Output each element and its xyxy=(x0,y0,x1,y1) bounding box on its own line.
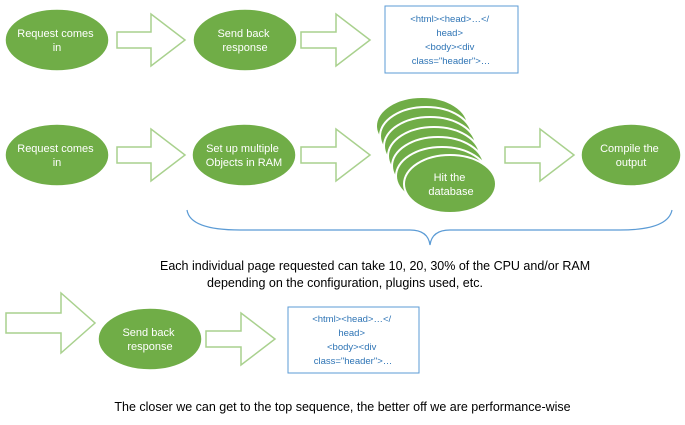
request-node-2-line2: in xyxy=(53,157,62,169)
request-node-1-line1: Request comes xyxy=(17,28,94,40)
svg-text:Send back response: Send back response xyxy=(217,28,272,54)
resource-usage-note-line2: depending on the configuration, plugins … xyxy=(207,276,483,290)
arrow-7 xyxy=(205,311,277,367)
setup-objects-line1: Set up multiple xyxy=(206,143,279,155)
compile-output-line2: output xyxy=(616,157,647,169)
svg-text:Send back response: Send back response xyxy=(122,327,177,353)
code-box-2-line3: <body><div xyxy=(327,342,377,353)
resource-usage-note-line1: Each individual page requested can take … xyxy=(160,259,591,273)
arrow-3 xyxy=(116,127,187,183)
code-box-2-line4: class="header">… xyxy=(314,356,393,367)
database-line2: database xyxy=(428,186,473,198)
send-back-node-1 xyxy=(192,8,298,72)
html-code-box-2 xyxy=(287,306,420,374)
setup-objects-node xyxy=(191,123,297,187)
footer-conclusion: The closer we can get to the top sequenc… xyxy=(114,400,571,414)
send-back-node-2-line2: response xyxy=(127,341,172,353)
compile-output-line1: Compile the xyxy=(600,143,659,155)
resource-usage-note: Each individual page requested can take … xyxy=(160,258,591,292)
html-code-box-1 xyxy=(384,5,519,74)
svg-text:Request comes in: Request comes in xyxy=(17,28,97,54)
database-node xyxy=(403,154,497,214)
svg-text:Hit the database: Hit the database xyxy=(428,172,473,198)
code-box-2-line2: head> xyxy=(338,328,365,339)
svg-text:<html><head>…</ head>: <html><head>…</ head> <body><div class="… xyxy=(410,14,492,67)
svg-text:Request comes in: Request comes in xyxy=(17,143,97,169)
database-line1: Hit the xyxy=(434,172,466,184)
arrow-6 xyxy=(5,291,97,355)
code-box-1-line3: <body><div xyxy=(425,42,475,53)
svg-text:Compile the output: Compile the output xyxy=(600,143,662,169)
compile-output-node xyxy=(580,123,682,187)
arrow-5 xyxy=(504,127,576,183)
request-node-1 xyxy=(4,8,110,72)
send-back-node-1-line1: Send back xyxy=(217,28,269,40)
request-node-1-line2: in xyxy=(53,42,62,54)
svg-text:<html><head>…</ head>: <html><head>…</ head> <body><div class="… xyxy=(312,314,394,367)
database-stack xyxy=(375,96,497,214)
arrow-1 xyxy=(116,12,187,68)
setup-objects-line2: Objects in RAM xyxy=(206,157,282,169)
request-node-2 xyxy=(4,123,110,187)
send-back-node-2-line1: Send back xyxy=(122,327,174,339)
code-box-1-line4: class="header">… xyxy=(412,56,491,67)
svg-text:Set up multiple Objects in: Set up multiple Objects in RAM xyxy=(206,143,282,169)
grouping-brace xyxy=(186,209,673,246)
code-box-2-line1: <html><head>…</ xyxy=(312,314,391,325)
send-back-node-1-line2: response xyxy=(222,42,267,54)
request-node-2-line1: Request comes xyxy=(17,143,94,155)
arrow-4 xyxy=(300,127,372,183)
code-box-1-line2: head> xyxy=(436,28,463,39)
send-back-node-2 xyxy=(97,307,203,371)
code-box-1-line1: <html><head>…</ xyxy=(410,14,489,25)
arrow-2 xyxy=(300,12,372,68)
